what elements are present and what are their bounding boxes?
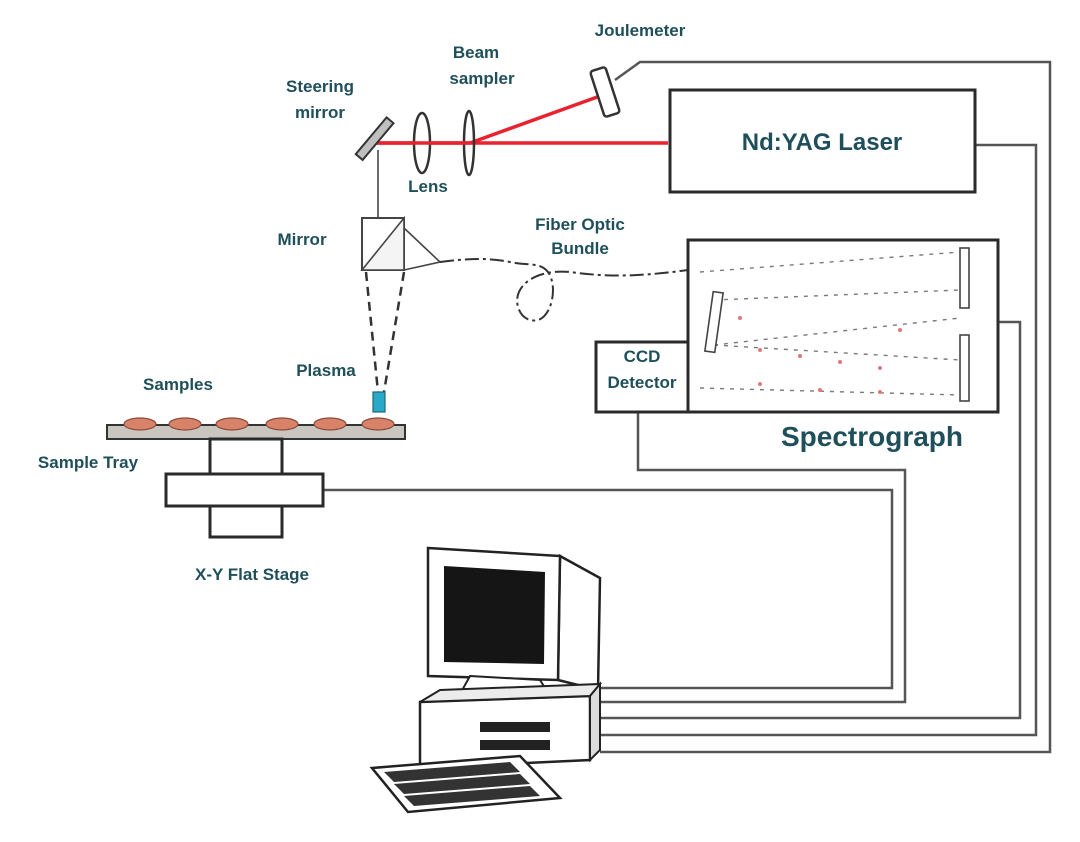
lens-label: Lens <box>408 177 448 196</box>
disk-drive-icon <box>480 722 550 732</box>
sample-4 <box>265 417 299 431</box>
wire-stage <box>323 488 894 690</box>
sample-6 <box>361 417 395 431</box>
plasma-label: Plasma <box>296 361 356 380</box>
steering-mirror-label-1: Steering <box>286 77 354 96</box>
sample-2 <box>168 417 202 431</box>
joulemeter-label: Joulemeter <box>595 21 686 40</box>
wire-spectrograph <box>600 320 1022 720</box>
steering-mirror-icon <box>354 115 395 162</box>
sample-1 <box>123 417 157 431</box>
steering-mirror: Steering mirror <box>286 77 395 162</box>
sample-3 <box>215 417 249 431</box>
fiber-label-1: Fiber Optic <box>535 215 625 234</box>
ccd-label-1: CCD <box>624 347 661 366</box>
spectrograph-box <box>686 238 1000 414</box>
beam-sampler-label-1: Beam <box>453 43 499 62</box>
plasma-cone: Plasma <box>296 271 406 413</box>
sample-tray-label: Sample Tray <box>38 453 139 472</box>
samples-label: Samples <box>143 375 213 394</box>
monitor-screen <box>444 566 545 664</box>
ccd-label-2: Detector <box>608 373 677 392</box>
sample-5 <box>313 417 347 431</box>
plasma-icon <box>372 391 386 413</box>
joulemeter-icon <box>589 66 621 118</box>
wire-ccd <box>600 412 907 704</box>
stage-horizontal-block <box>164 472 325 508</box>
spectrograph-label: Spectrograph <box>781 421 963 452</box>
connection-wires <box>323 60 1052 754</box>
spectrograph: Spectrograph <box>686 238 1000 452</box>
joulemeter: Joulemeter <box>589 21 686 118</box>
fiber-label-2: Bundle <box>551 239 609 258</box>
collection-mirror: Mirror <box>277 215 442 271</box>
stage-label: X-Y Flat Stage <box>195 565 309 584</box>
beam-sampler-label-2: sampler <box>449 69 515 88</box>
desktop-computer-icon <box>369 546 603 814</box>
fiber-cable-icon <box>439 258 689 322</box>
beam-sampler: Beam sampler <box>449 43 515 177</box>
mirror-icon <box>360 215 405 271</box>
spectrograph-light-dots <box>738 316 902 394</box>
wire-laser <box>600 143 1038 737</box>
keyboard-keys <box>384 762 540 806</box>
xy-flat-stage: X-Y Flat Stage <box>164 437 325 584</box>
fiber-optic-bundle: Fiber Optic Bundle <box>439 215 689 322</box>
laser-box <box>668 88 977 194</box>
samples-row <box>123 417 395 431</box>
ccd-box <box>594 340 690 414</box>
wire-joulemeter <box>600 60 1052 754</box>
spectrograph-grating-icon <box>703 290 725 354</box>
spectrograph-mirror-bottom-icon <box>959 334 970 402</box>
sample-tray: Samples Sample Tray <box>38 375 406 472</box>
spectrograph-mirror-top-icon <box>959 247 970 309</box>
laser-label: Nd:YAG Laser <box>742 129 903 156</box>
nd-yag-laser: Nd:YAG Laser <box>668 88 977 194</box>
steering-mirror-label-2: mirror <box>295 103 345 122</box>
ccd-detector: CCD Detector <box>594 340 690 414</box>
lens: Lens <box>372 111 470 196</box>
mirror-label: Mirror <box>277 230 327 249</box>
